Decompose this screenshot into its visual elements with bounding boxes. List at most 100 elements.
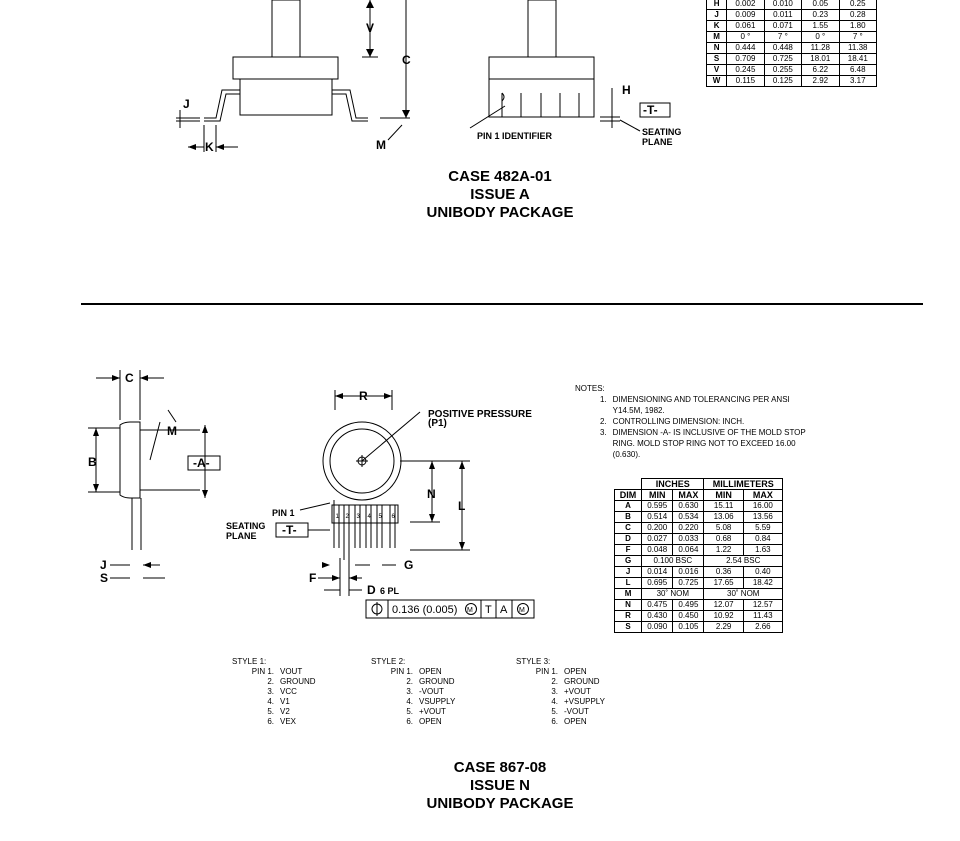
mm-max-cell: 0.84	[742, 533, 784, 545]
inch-min-cell: 0.514	[641, 511, 674, 523]
section-divider	[81, 303, 923, 305]
inch-max-cell: 0.495	[672, 599, 705, 611]
inch-min-cell: 0.115	[726, 75, 765, 87]
inch-min-cell: 0.027	[641, 533, 674, 545]
pin-number-label: 4	[368, 514, 372, 520]
inch-min-cell: 0 °	[726, 31, 765, 43]
inch-min-cell: 0.048	[641, 544, 674, 556]
dim-cell: R	[613, 610, 643, 622]
pin-number: 4.	[551, 697, 558, 706]
pin-number-label: 2	[346, 514, 350, 520]
tolerance-value: 0.136 (0.005)	[392, 604, 457, 616]
pin-function: GROUND	[564, 677, 600, 686]
dim-h-label: H	[622, 83, 631, 97]
dim-j-label: J	[100, 558, 107, 572]
inch-max-cell: 0.071	[763, 20, 803, 32]
pin-function: VCC	[280, 687, 297, 696]
case-issue: ISSUE N	[469, 777, 530, 794]
mm-max-cell: 5.59	[742, 522, 784, 534]
inch-max-cell: 0.725	[763, 53, 803, 65]
pin-row: PIN 1. VOUT	[232, 667, 316, 677]
positive-pressure-label: POSITIVE PRESSURE	[428, 409, 532, 420]
pin-function: +VSUPPLY	[564, 697, 605, 706]
pin-number: 5.	[551, 707, 558, 716]
pin-function: -VOUT	[419, 687, 444, 696]
mm-min-cell: 13.06	[703, 511, 744, 523]
inch-max-cell: 0.105	[672, 621, 705, 633]
mm-min-cell: 18.01	[801, 53, 840, 65]
pin-row: 3.VCC	[232, 687, 316, 697]
inch-max-cell: 0.064	[672, 544, 705, 556]
mm-min-cell: 0 °	[801, 31, 840, 43]
pin-row: 5.V2	[232, 707, 316, 717]
inch-max-cell: 0.220	[672, 522, 705, 534]
dim-cell: D	[613, 533, 643, 545]
pin-number: PIN 1.	[251, 667, 274, 676]
mm-max-cell: 0.25	[838, 0, 878, 10]
note-text: DIMENSIONING AND TOLERANCING PER ANSI Y1…	[612, 395, 790, 415]
inches-header: INCHES	[641, 478, 705, 490]
pin-row: 3.+VOUT	[516, 687, 605, 697]
pin-function: -VOUT	[564, 707, 589, 716]
inch-max-cell: 0.448	[763, 42, 803, 54]
inch-min-cell: 0.245	[726, 64, 765, 76]
pin-number-label: 3	[357, 514, 361, 520]
bottom-package-drawing: C B M -A- J S R POSITIVE PRESSURE (P1) N…	[88, 370, 535, 619]
max-header: MAX	[672, 489, 705, 501]
mm-max-cell: 6.48	[838, 64, 878, 76]
case-number: CASE 867-08	[453, 759, 547, 776]
note-number: 3.	[600, 428, 607, 437]
note-number: 1.	[600, 395, 607, 404]
min-header: MIN	[641, 489, 674, 501]
mm-min-cell: 5.08	[703, 522, 744, 534]
mm-min-cell: 6.22	[801, 64, 840, 76]
pin-function: OPEN	[564, 667, 587, 676]
millimeters-header: MILLIMETERS	[703, 478, 783, 490]
pin-number: 5.	[406, 707, 413, 716]
pin-function: VOUT	[280, 667, 303, 676]
tolerance-datum-t: T	[485, 604, 492, 616]
pin-row: 4.V1	[232, 697, 316, 707]
pin-function: +VOUT	[564, 687, 591, 696]
inch-span-cell: 30˚ NOM	[641, 588, 705, 600]
dim-m-label: M	[376, 138, 386, 152]
dim-cell: V	[705, 64, 728, 76]
mm-min-cell: 10.92	[703, 610, 744, 622]
mm-max-cell: 1.80	[838, 20, 878, 32]
pin-number-label: 5	[379, 514, 383, 520]
inch-max-cell: 0.125	[763, 75, 803, 87]
inch-max-cell: 0.725	[672, 577, 705, 589]
dim-c-label: C	[402, 53, 411, 67]
mm-max-cell: 0.28	[838, 9, 878, 21]
dim-c-label: C	[125, 371, 134, 385]
inch-min-cell: 0.002	[726, 0, 765, 10]
inch-max-cell: 0.016	[672, 566, 705, 578]
mm-min-cell: 1.22	[703, 544, 744, 556]
p1-label: (P1)	[428, 418, 447, 429]
pin-function: GROUND	[419, 677, 455, 686]
plane-label: PLANE	[642, 137, 673, 147]
pin-number: 2.	[267, 677, 274, 686]
dim-cell: M	[613, 588, 643, 600]
pin-row: 6.OPEN	[516, 717, 605, 727]
inch-max-cell: 0.033	[672, 533, 705, 545]
inch-min-cell: 0.475	[641, 599, 674, 611]
pin-function: +VOUT	[419, 707, 446, 716]
inch-max-cell: 0.011	[763, 9, 803, 21]
pin-row: 4. +VSUPPLY	[516, 697, 605, 707]
dim-m-label: M	[167, 424, 177, 438]
dim-cell: N	[705, 42, 728, 54]
inch-min-cell: 0.014	[641, 566, 674, 578]
pin-number: PIN 1.	[390, 667, 413, 676]
pin-row: 3.-VOUT	[371, 687, 455, 697]
inch-min-cell: 0.200	[641, 522, 674, 534]
inch-max-cell: 0.630	[672, 500, 705, 512]
